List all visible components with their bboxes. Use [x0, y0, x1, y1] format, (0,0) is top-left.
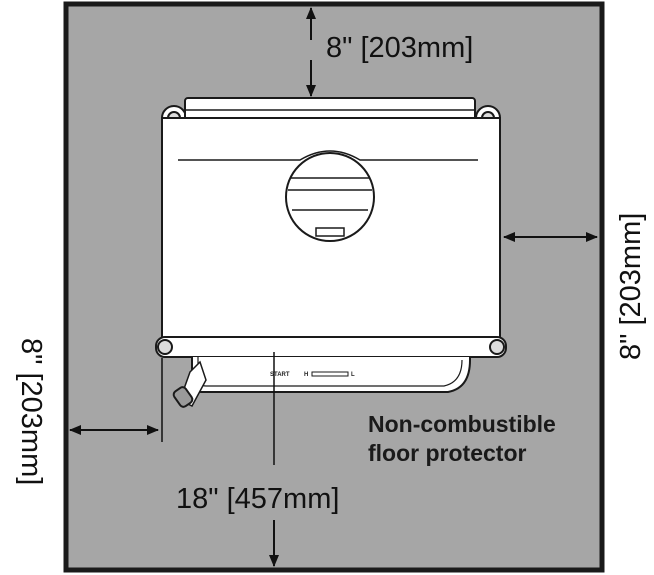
flue-collar	[285, 152, 375, 242]
top-clearance-label: 8" [203mm]	[326, 32, 473, 64]
left-clearance-label: 8" [203mm]	[15, 338, 47, 485]
control-l-label: L	[351, 372, 355, 378]
control-h-label: H	[304, 372, 308, 378]
floor-protector-label-line1: Non-combustible	[368, 411, 556, 437]
stove-top-view	[155, 97, 507, 408]
control-slider	[311, 371, 349, 377]
control-start-label: START	[270, 372, 290, 378]
right-clearance-label: 8" [203mm]	[615, 213, 647, 360]
front-rail	[155, 336, 507, 358]
front-clearance-label: 18" [457mm]	[176, 483, 339, 515]
control-handle	[172, 360, 207, 408]
floor-protector-label-line2: floor protector	[368, 440, 526, 466]
stove-shoulder	[178, 150, 478, 161]
